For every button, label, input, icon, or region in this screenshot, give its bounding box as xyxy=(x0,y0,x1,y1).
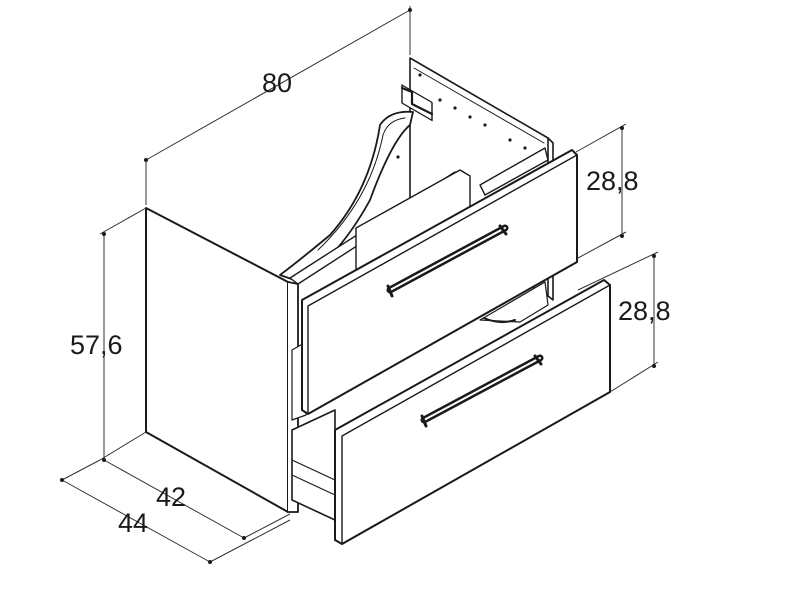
dim-ext-height-bottom xyxy=(99,431,147,461)
dim-ext-height-top xyxy=(99,207,147,235)
dim-label-drawer-bottom: 28,8 xyxy=(618,296,671,326)
top-drawer-handle-bar-inner xyxy=(389,227,506,291)
screw-holes xyxy=(396,73,527,159)
dimension-ticks xyxy=(60,8,656,564)
dim-line-width xyxy=(145,9,411,161)
dim-label-width: 80 xyxy=(262,68,293,98)
bottom-drawer-box-rail xyxy=(291,459,336,481)
wall-bracket xyxy=(401,84,433,122)
bottom-drawer-handle-post-right xyxy=(533,354,543,366)
dim-label-depth-outer: 44 xyxy=(118,508,149,538)
wall-bracket-detail xyxy=(400,86,434,116)
back-panel-inner-edge xyxy=(413,67,545,144)
top-drawer-handle-post-right xyxy=(498,224,508,236)
top-drawer-handle-post-left xyxy=(386,284,394,298)
bottom-drawer-handle-post-left xyxy=(420,414,428,428)
left-side-panel xyxy=(145,207,289,513)
dimension-lines xyxy=(61,6,659,563)
inner-cross-rail xyxy=(479,147,549,196)
plumbing-cutout xyxy=(279,110,414,283)
dim-ext-depth-outer-right xyxy=(209,519,291,563)
dim-ext-drawer-bottom-lower xyxy=(609,361,659,393)
bottom-drawer-box-rail-2 xyxy=(291,474,336,496)
lower-interior-bracket xyxy=(483,317,516,324)
dim-label-drawer-top: 28,8 xyxy=(586,166,639,196)
dim-ext-drawer-top-upper xyxy=(575,123,627,153)
dim-line-depth-outer xyxy=(61,479,211,563)
dim-ext-drawer-top-lower xyxy=(577,231,627,259)
dim-ext-depth-inner xyxy=(243,513,291,539)
bottom-drawer-handle-bar-inner xyxy=(423,357,541,421)
plumbing-cutout-inner xyxy=(317,117,406,251)
dim-ext-drawer-bottom-upper xyxy=(577,251,659,291)
inner-mid-rail xyxy=(355,169,471,276)
dim-label-depth-inner: 42 xyxy=(156,482,187,512)
top-drawer-front-face xyxy=(307,154,578,415)
dim-line-depth-inner xyxy=(103,459,245,539)
dim-label-height: 57,6 xyxy=(70,330,123,360)
bottom-drawer-box xyxy=(291,409,336,521)
dim-ext-depth-outer-left xyxy=(61,459,101,481)
